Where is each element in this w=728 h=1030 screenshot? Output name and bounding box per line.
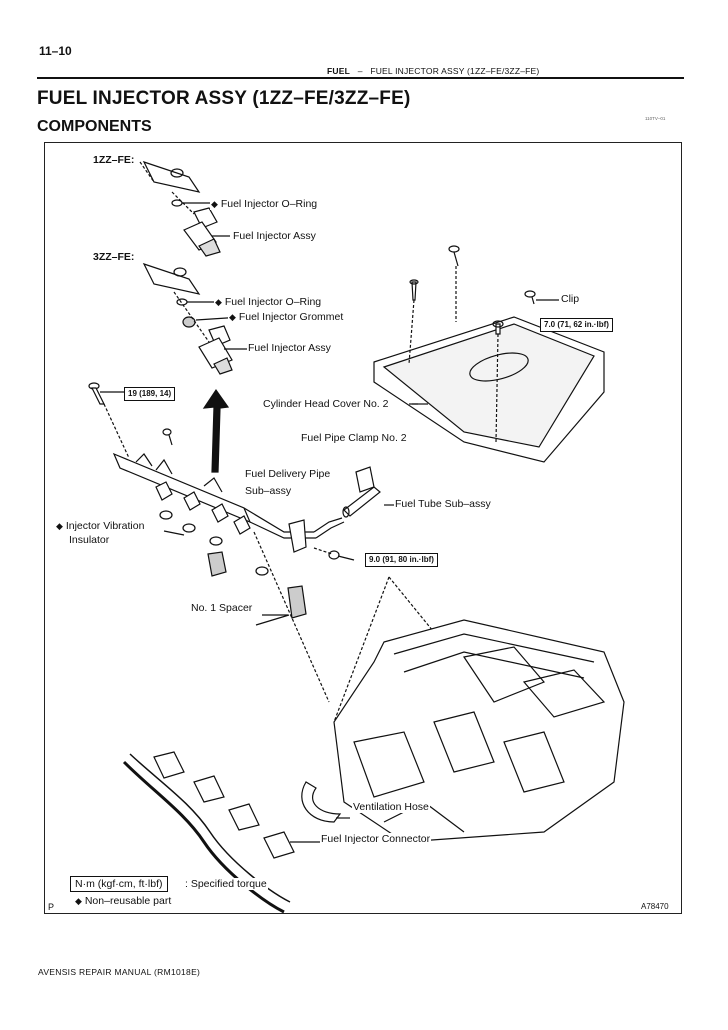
injector-1zz [171,191,221,257]
fuel-delivery-pipe [112,452,345,553]
legend-nonreusable-text: Non–reusable part [84,895,172,907]
torque-clamp-bolt: 9.0 (91, 80 in.·lbf) [365,553,438,567]
ventilation-hose [301,781,350,823]
label-vibration-insulator-line2: Insulator [68,534,111,546]
nonreusable-diamond-icon: ◆ [215,297,222,307]
clip-screw [448,245,559,322]
label-ventilation-hose: Ventilation Hose [352,801,430,813]
legend-torque-desc: : Specified torque [184,878,268,890]
label-oring-1zz: ◆ Fuel Injector O–Ring [210,198,319,210]
label-grommet-3zz: ◆ Fuel Injector Grommet [228,311,345,323]
label-vibration-insulator-text: Injector Vibration [65,520,145,532]
clamp-bolt [313,547,355,561]
label-oring-3zz: ◆ Fuel Injector O–Ring [214,296,323,308]
running-header: FUEL – FUEL INJECTOR ASSY (1ZZ–FE/3ZZ–FE… [327,66,539,76]
label-cylinder-head-cover: Cylinder Head Cover No. 2 [262,398,390,410]
figure-code: A78470 [640,901,670,913]
page-footer: AVENSIS REPAIR MANUAL (RM1018E) [38,967,201,977]
delivery-pipe-fragment-3zz [142,262,201,295]
nonreusable-diamond-icon: ◆ [211,199,218,209]
torque-delivery-pipe-bolt: 19 (189, 14) [124,387,176,401]
legend-torque-unit: N·m (kgf·cm, ft·lbf) [70,876,168,892]
label-fuel-tube: Fuel Tube Sub–assy [394,498,492,510]
delivery-pipe-fragment-1zz [139,160,201,193]
figure-frame [44,142,682,914]
page-number: 11–10 [39,44,72,58]
label-injector-connector: Fuel Injector Connector [320,833,432,845]
label-oring-3zz-text: Fuel Injector O–Ring [224,296,322,308]
nonreusable-diamond-icon: ◆ [56,521,63,531]
header-topic: FUEL INJECTOR ASSY (1ZZ–FE/3ZZ–FE) [370,66,540,76]
header-dash: – [357,66,363,76]
label-grommet-3zz-text: Fuel Injector Grommet [238,311,344,323]
legend-nonreusable: ◆ Non–reusable part [74,895,173,907]
label-injector-assy-1zz: Fuel Injector Assy [232,230,317,242]
components-illustration [88,160,625,914]
page-title: FUEL INJECTOR ASSY (1ZZ–FE/3ZZ–FE) [37,88,411,109]
label-fuel-pipe-clamp: Fuel Pipe Clamp No. 2 [300,432,408,444]
injector-harness [122,751,320,914]
delivery-pipe-bolt [88,382,173,459]
marker-p: P [47,901,56,913]
cylinder-head-cover [373,316,605,463]
cover-bolts [408,279,504,443]
fuel-tube [342,486,381,518]
variant-label-3zz: 3ZZ–FE: [92,251,136,263]
nonreusable-diamond-icon: ◆ [75,896,82,906]
variant-label-1zz: 1ZZ–FE: [92,154,136,166]
fuel-pipe-clamp [355,466,375,493]
section-title: COMPONENTS [37,118,152,135]
label-delivery-pipe-line1: Fuel Delivery Pipe [244,468,332,480]
spacers [207,551,307,619]
vibration-insulators [159,510,269,576]
oring-3zz [176,298,188,306]
header-section: FUEL [327,66,350,76]
label-clip: Clip [560,293,581,305]
engine-block [333,619,625,843]
document-code: 110TV–01 [645,116,666,121]
label-vibration-insulator-line1: ◆ Injector Vibration [55,520,146,532]
removal-arrow [202,388,230,473]
label-oring-1zz-text: Fuel Injector O–Ring [220,198,318,210]
label-spacer: No. 1 Spacer [190,602,254,614]
label-injector-assy-3zz: Fuel Injector Assy [247,342,332,354]
torque-cover: 7.0 (71, 62 in.·lbf) [540,318,613,332]
label-delivery-pipe-line2: Sub–assy [244,485,293,497]
injector-3zz [173,291,233,375]
header-rule [37,77,684,79]
nonreusable-diamond-icon: ◆ [229,312,236,322]
